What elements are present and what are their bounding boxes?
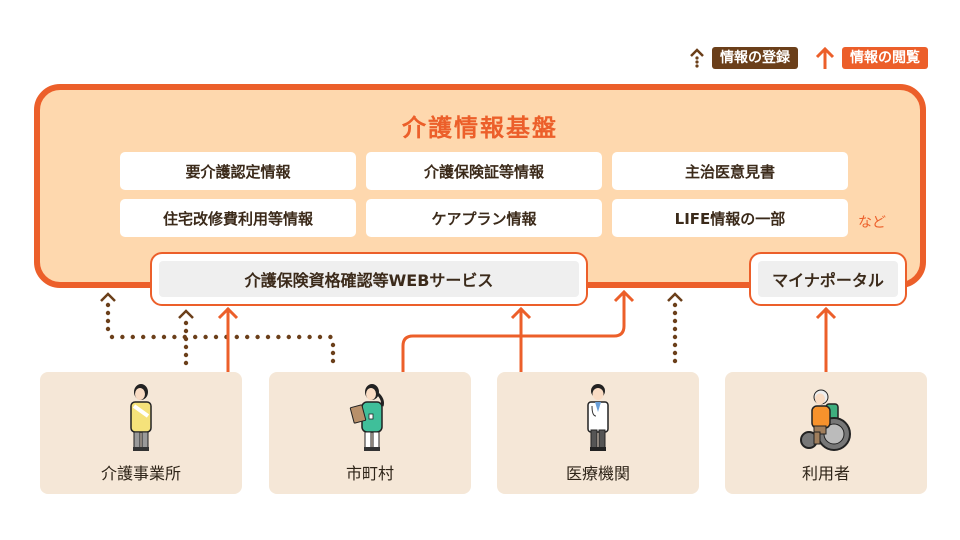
registration-dot (182, 334, 187, 340)
web-service-label: 介護保険資格確認等WEBサービス (159, 261, 579, 297)
reg-arrowhead-1 (100, 292, 116, 302)
registration-dot (330, 358, 336, 364)
registration-dot (672, 302, 678, 308)
registration-dot (151, 334, 156, 340)
registration-dot (193, 334, 198, 340)
info-item-life: LIFE情報の一部 (612, 199, 848, 237)
actor-care-office: 介護事業所 (40, 372, 242, 494)
registration-dot (672, 326, 678, 332)
etc-label: など (858, 215, 886, 231)
legend-registration: 情報の登録 (688, 47, 798, 69)
actor-medical-institution: 医療機関 (497, 372, 699, 494)
registration-dot (286, 334, 291, 340)
mynaportal-box: マイナポータル (749, 252, 907, 306)
info-item-care-plan: ケアプラン情報 (366, 199, 602, 237)
registration-dot (330, 350, 336, 356)
actor-label-medical-institution: 医療機関 (565, 464, 630, 483)
actor-label-municipality: 市町村 (345, 464, 394, 483)
registration-dot (183, 328, 189, 334)
actor-label-care-office: 介護事業所 (100, 464, 181, 483)
reg-arrowhead-3 (667, 292, 683, 302)
registration-dot (105, 326, 111, 332)
info-item-home-renovation: 住宅改修費利用等情報 (120, 199, 356, 237)
view-arrowhead-user (815, 306, 837, 320)
registration-dot (245, 334, 250, 340)
registration-dot (672, 334, 678, 340)
registration-dot (265, 334, 271, 340)
registration-dot (297, 334, 302, 340)
registration-dot (672, 342, 678, 348)
registration-dot (109, 334, 115, 340)
legend-view-label: 情報の閲覧 (842, 47, 928, 69)
actor-municipality: 市町村 (269, 372, 471, 494)
info-item-insurance-card: 介護保険証等情報 (366, 152, 602, 190)
registration-dot (330, 342, 336, 348)
dotted-arrow-icon (690, 48, 704, 68)
registration-dot (105, 302, 111, 308)
registration-dot (672, 358, 678, 364)
registration-dot (183, 320, 189, 326)
care-worker-icon (130, 384, 152, 451)
registration-dot (317, 334, 323, 340)
registration-dot (276, 334, 281, 340)
registration-dot (183, 336, 189, 342)
doctor-icon (587, 384, 609, 451)
view-arrowhead-municipality (613, 289, 635, 303)
reg-arrowhead-2 (178, 309, 194, 319)
registration-dots (105, 302, 678, 366)
actor-user: 利用者 (725, 372, 927, 494)
info-item-care-certification: 要介護認定情報 (120, 152, 356, 190)
legend-registration-label: 情報の登録 (712, 47, 798, 69)
legend: 情報の登録 情報の閲覧 (688, 46, 928, 70)
registration-dot (672, 350, 678, 356)
solid-arrow-icon (815, 46, 835, 69)
care-info-platform: 介護情報基盤 要介護認定情報 介護保険証等情報 主治医意見書 住宅改修費利用等情… (34, 84, 926, 288)
registration-dot (183, 352, 189, 358)
registration-dot (234, 334, 239, 340)
registration-dot (161, 334, 167, 340)
info-item-doctor-opinion: 主治医意見書 (612, 152, 848, 190)
actor-label-user: 利用者 (801, 464, 850, 483)
mynaportal-label: マイナポータル (758, 261, 898, 297)
wheelchair-user-icon (800, 389, 851, 451)
registration-dot (224, 334, 229, 340)
registration-dot (672, 318, 678, 324)
registration-dot (672, 310, 678, 316)
web-service-box: 介護保険資格確認等WEBサービス (150, 252, 588, 306)
platform-title: 介護情報基盤 (402, 114, 558, 142)
registration-dot (172, 334, 177, 340)
registration-dot (141, 334, 146, 340)
registration-dot (120, 334, 125, 340)
view-arrowhead-medical (510, 306, 532, 320)
view-arrowhead-care-office (217, 306, 239, 320)
legend-view: 情報の閲覧 (814, 46, 928, 70)
registration-dot (307, 334, 312, 340)
registration-dot (328, 334, 333, 340)
registration-dot (255, 334, 260, 340)
registration-dot (130, 334, 135, 340)
registration-dot (213, 334, 219, 340)
municipal-staff-icon (349, 384, 384, 451)
registration-dot (183, 344, 189, 350)
registration-dot (183, 360, 189, 366)
registration-dot (105, 310, 111, 316)
registration-dot (203, 334, 208, 340)
registration-dot (105, 318, 111, 324)
